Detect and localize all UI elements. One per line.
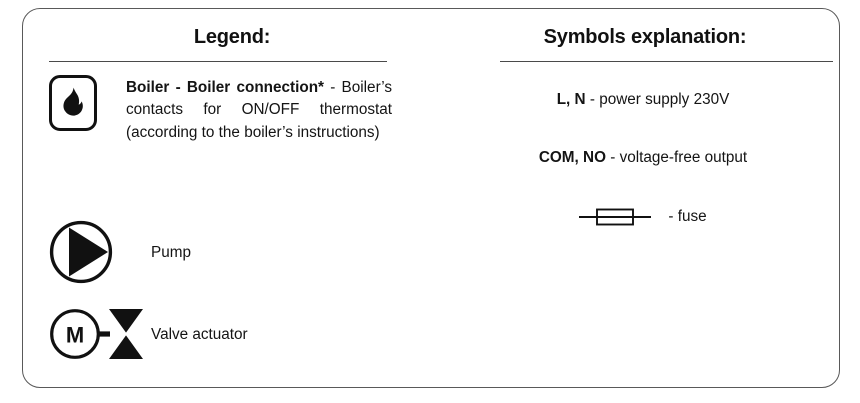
- pump-label: Pump: [151, 244, 191, 261]
- symbols-column: Symbols explanation: L, N - power supply…: [453, 9, 841, 387]
- pump-icon-cell: [49, 220, 113, 284]
- legend-divider: [49, 61, 387, 62]
- boiler-description-rest: - Boiler’s contacts for ON/OFF thermosta…: [126, 79, 393, 141]
- symbol-entry-fuse: - fuse: [453, 205, 833, 229]
- valve-actuator-icon: M: [50, 309, 143, 359]
- legend-column: Legend: Boiler - Boiler connection* - Bo…: [23, 9, 453, 387]
- fuse-label: - fuse: [668, 208, 707, 225]
- symbols-divider: [500, 61, 833, 62]
- boiler-flame-icon: [49, 75, 97, 131]
- symbol-desc-com-no: - voltage-free output: [605, 149, 748, 166]
- legend-panel: Legend: Boiler - Boiler connection* - Bo…: [22, 8, 840, 388]
- valve-actuator-label: Valve actuator: [151, 326, 248, 343]
- legend-column-title: Legend:: [193, 26, 271, 48]
- boiler-description: Boiler - Boiler connection* - Boiler’s c…: [126, 77, 392, 144]
- legend-entry-valve-actuator: M Valve actuator: [23, 306, 453, 368]
- boiler-icon-cell: [49, 75, 97, 131]
- symbol-term-ln: L, N: [556, 91, 586, 108]
- symbol-desc-ln: - power supply 230V: [585, 91, 730, 108]
- valve-actuator-icon-cell: M: [49, 306, 147, 362]
- fuse-icon: [579, 208, 652, 226]
- legend-entry-pump: Pump: [23, 220, 453, 292]
- pump-icon: [49, 220, 113, 284]
- symbols-column-title: Symbols explanation:: [543, 26, 747, 48]
- legend-entry-boiler: Boiler - Boiler connection* - Boiler’s c…: [23, 75, 453, 185]
- svg-text:M: M: [66, 323, 84, 348]
- symbol-term-com-no: COM, NO: [538, 149, 606, 166]
- boiler-description-bold: Boiler - Boiler connection*: [126, 79, 325, 96]
- symbol-entry-com-no: COM, NO - voltage-free output: [453, 149, 833, 167]
- symbol-entry-ln: L, N - power supply 230V: [453, 91, 833, 109]
